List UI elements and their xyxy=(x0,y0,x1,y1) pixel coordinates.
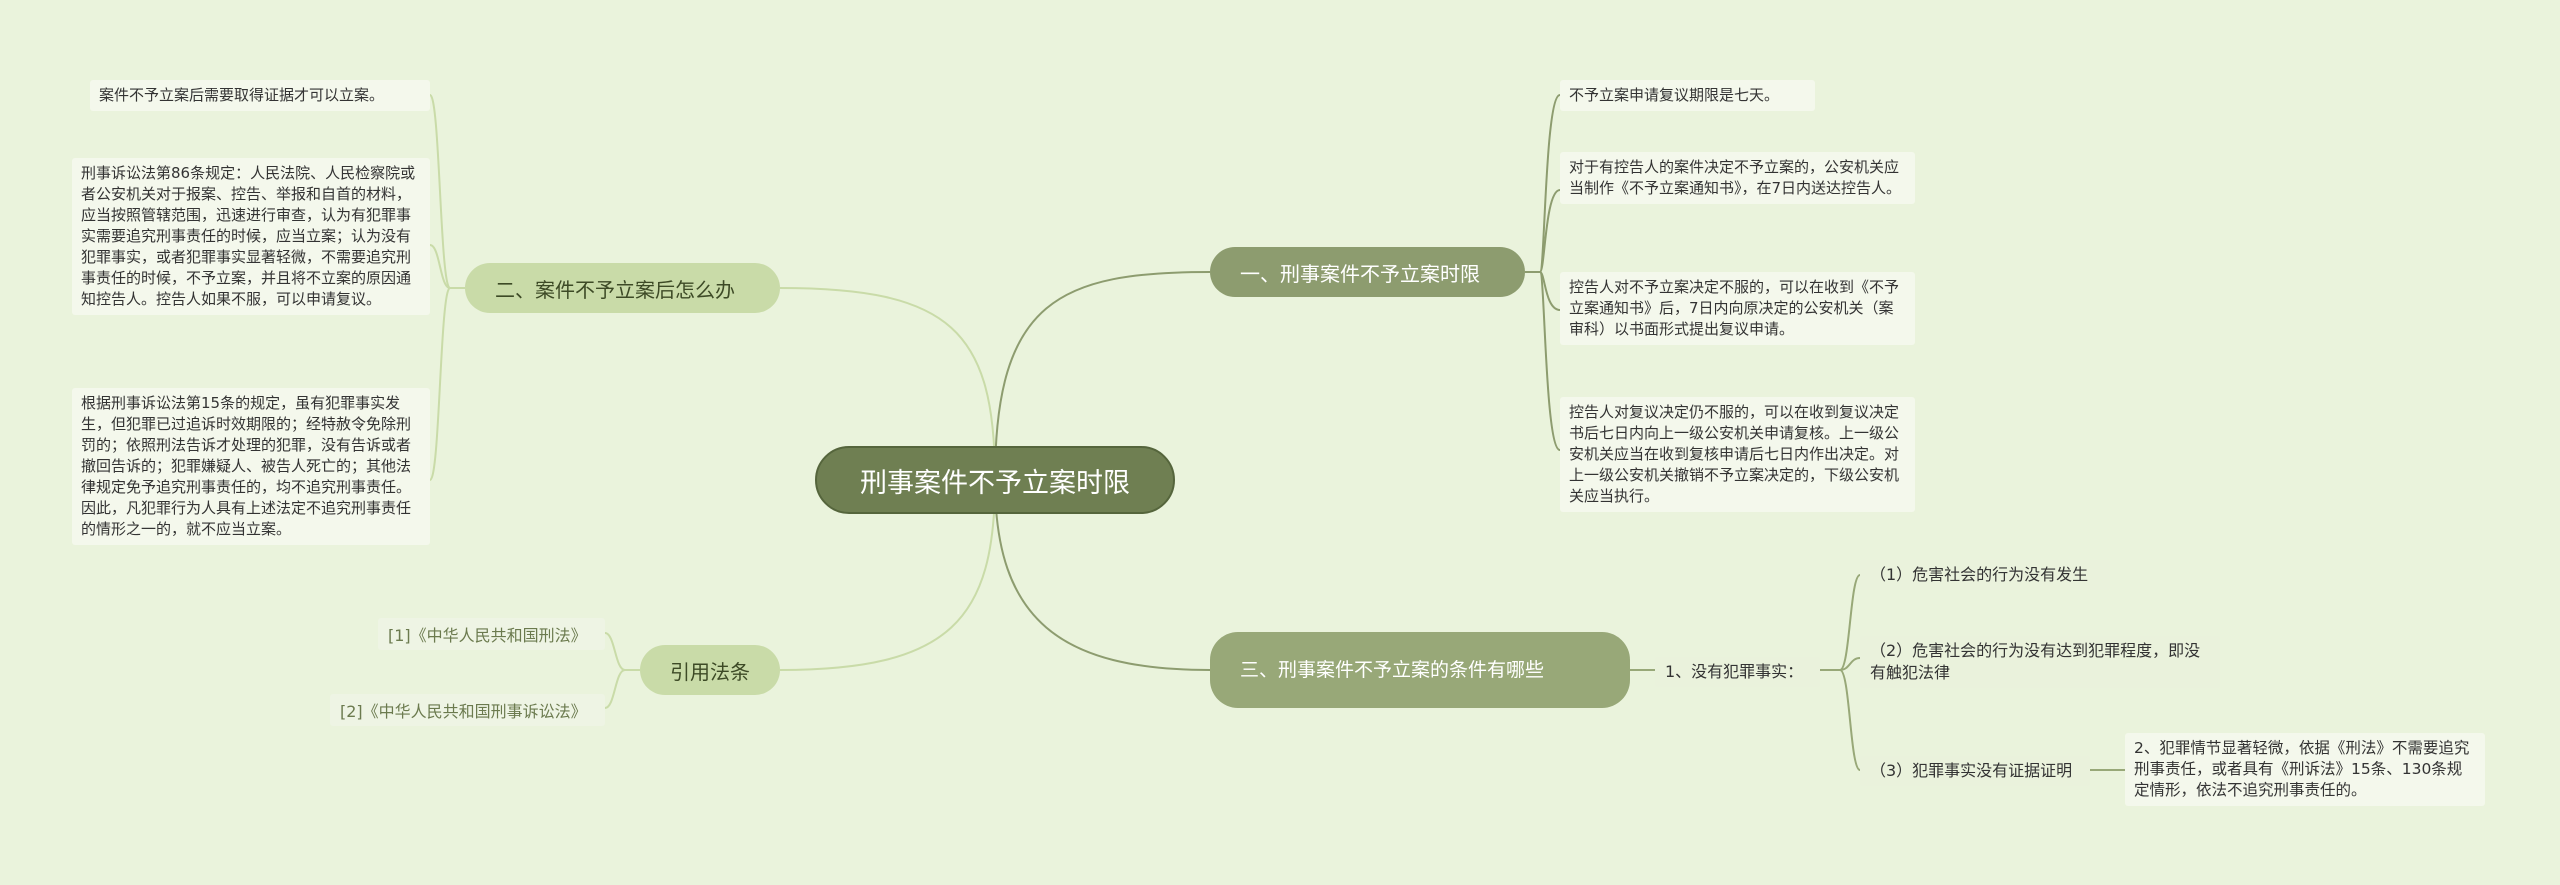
leaf-article-86: 刑事诉讼法第86条规定：人民法院、人民检察院或者公安机关对于报案、控告、举报和自… xyxy=(72,158,430,315)
leaf-notice-delivery: 对于有控告人的案件决定不予立案的，公安机关应当制作《不予立案通知书》，在7日内送… xyxy=(1560,152,1915,204)
ref-criminal-law[interactable]: [1]《中华人民共和国刑法》 xyxy=(378,618,605,650)
branch-time-limit[interactable]: 一、刑事案件不予立案时限 xyxy=(1210,247,1525,297)
detail-minor-circumstances: 2、犯罪情节显著轻微，依据《刑法》不需要追究刑事责任，或者具有《刑诉法》15条、… xyxy=(2125,733,2485,806)
leaf-article-15: 根据刑事诉讼法第15条的规定，虽有犯罪事实发生，但犯罪已过追诉时效期限的；经特赦… xyxy=(72,388,430,545)
branch-conditions[interactable]: 三、刑事案件不予立案的条件有哪些 xyxy=(1210,632,1630,708)
leaf-review-application: 控告人对不予立案决定不服的，可以在收到《不予立案通知书》后，7日内向原决定的公安… xyxy=(1560,272,1915,345)
ref-criminal-procedure-law[interactable]: [2]《中华人民共和国刑事诉讼法》 xyxy=(330,694,605,726)
sub-no-crime-fact[interactable]: 1、没有犯罪事实： xyxy=(1655,657,1820,687)
item-not-crime-level: （2）危害社会的行为没有达到犯罪程度，即没有触犯法律 xyxy=(1860,636,2220,688)
branch-cited-laws[interactable]: 引用法条 xyxy=(640,645,780,695)
item-no-evidence: （3）犯罪事实没有证据证明 xyxy=(1860,756,2090,786)
root-topic[interactable]: 刑事案件不予立案时限 xyxy=(815,446,1175,514)
leaf-evidence-needed: 案件不予立案后需要取得证据才可以立案。 xyxy=(90,80,430,111)
item-act-not-occurred: （1）危害社会的行为没有发生 xyxy=(1860,560,2110,590)
leaf-review-period: 不予立案申请复议期限是七天。 xyxy=(1560,80,1815,111)
leaf-reexamination: 控告人对复议决定仍不服的，可以在收到复议决定书后七日内向上一级公安机关申请复核。… xyxy=(1560,397,1915,512)
branch-after-no-filing[interactable]: 二、案件不予立案后怎么办 xyxy=(465,263,780,313)
